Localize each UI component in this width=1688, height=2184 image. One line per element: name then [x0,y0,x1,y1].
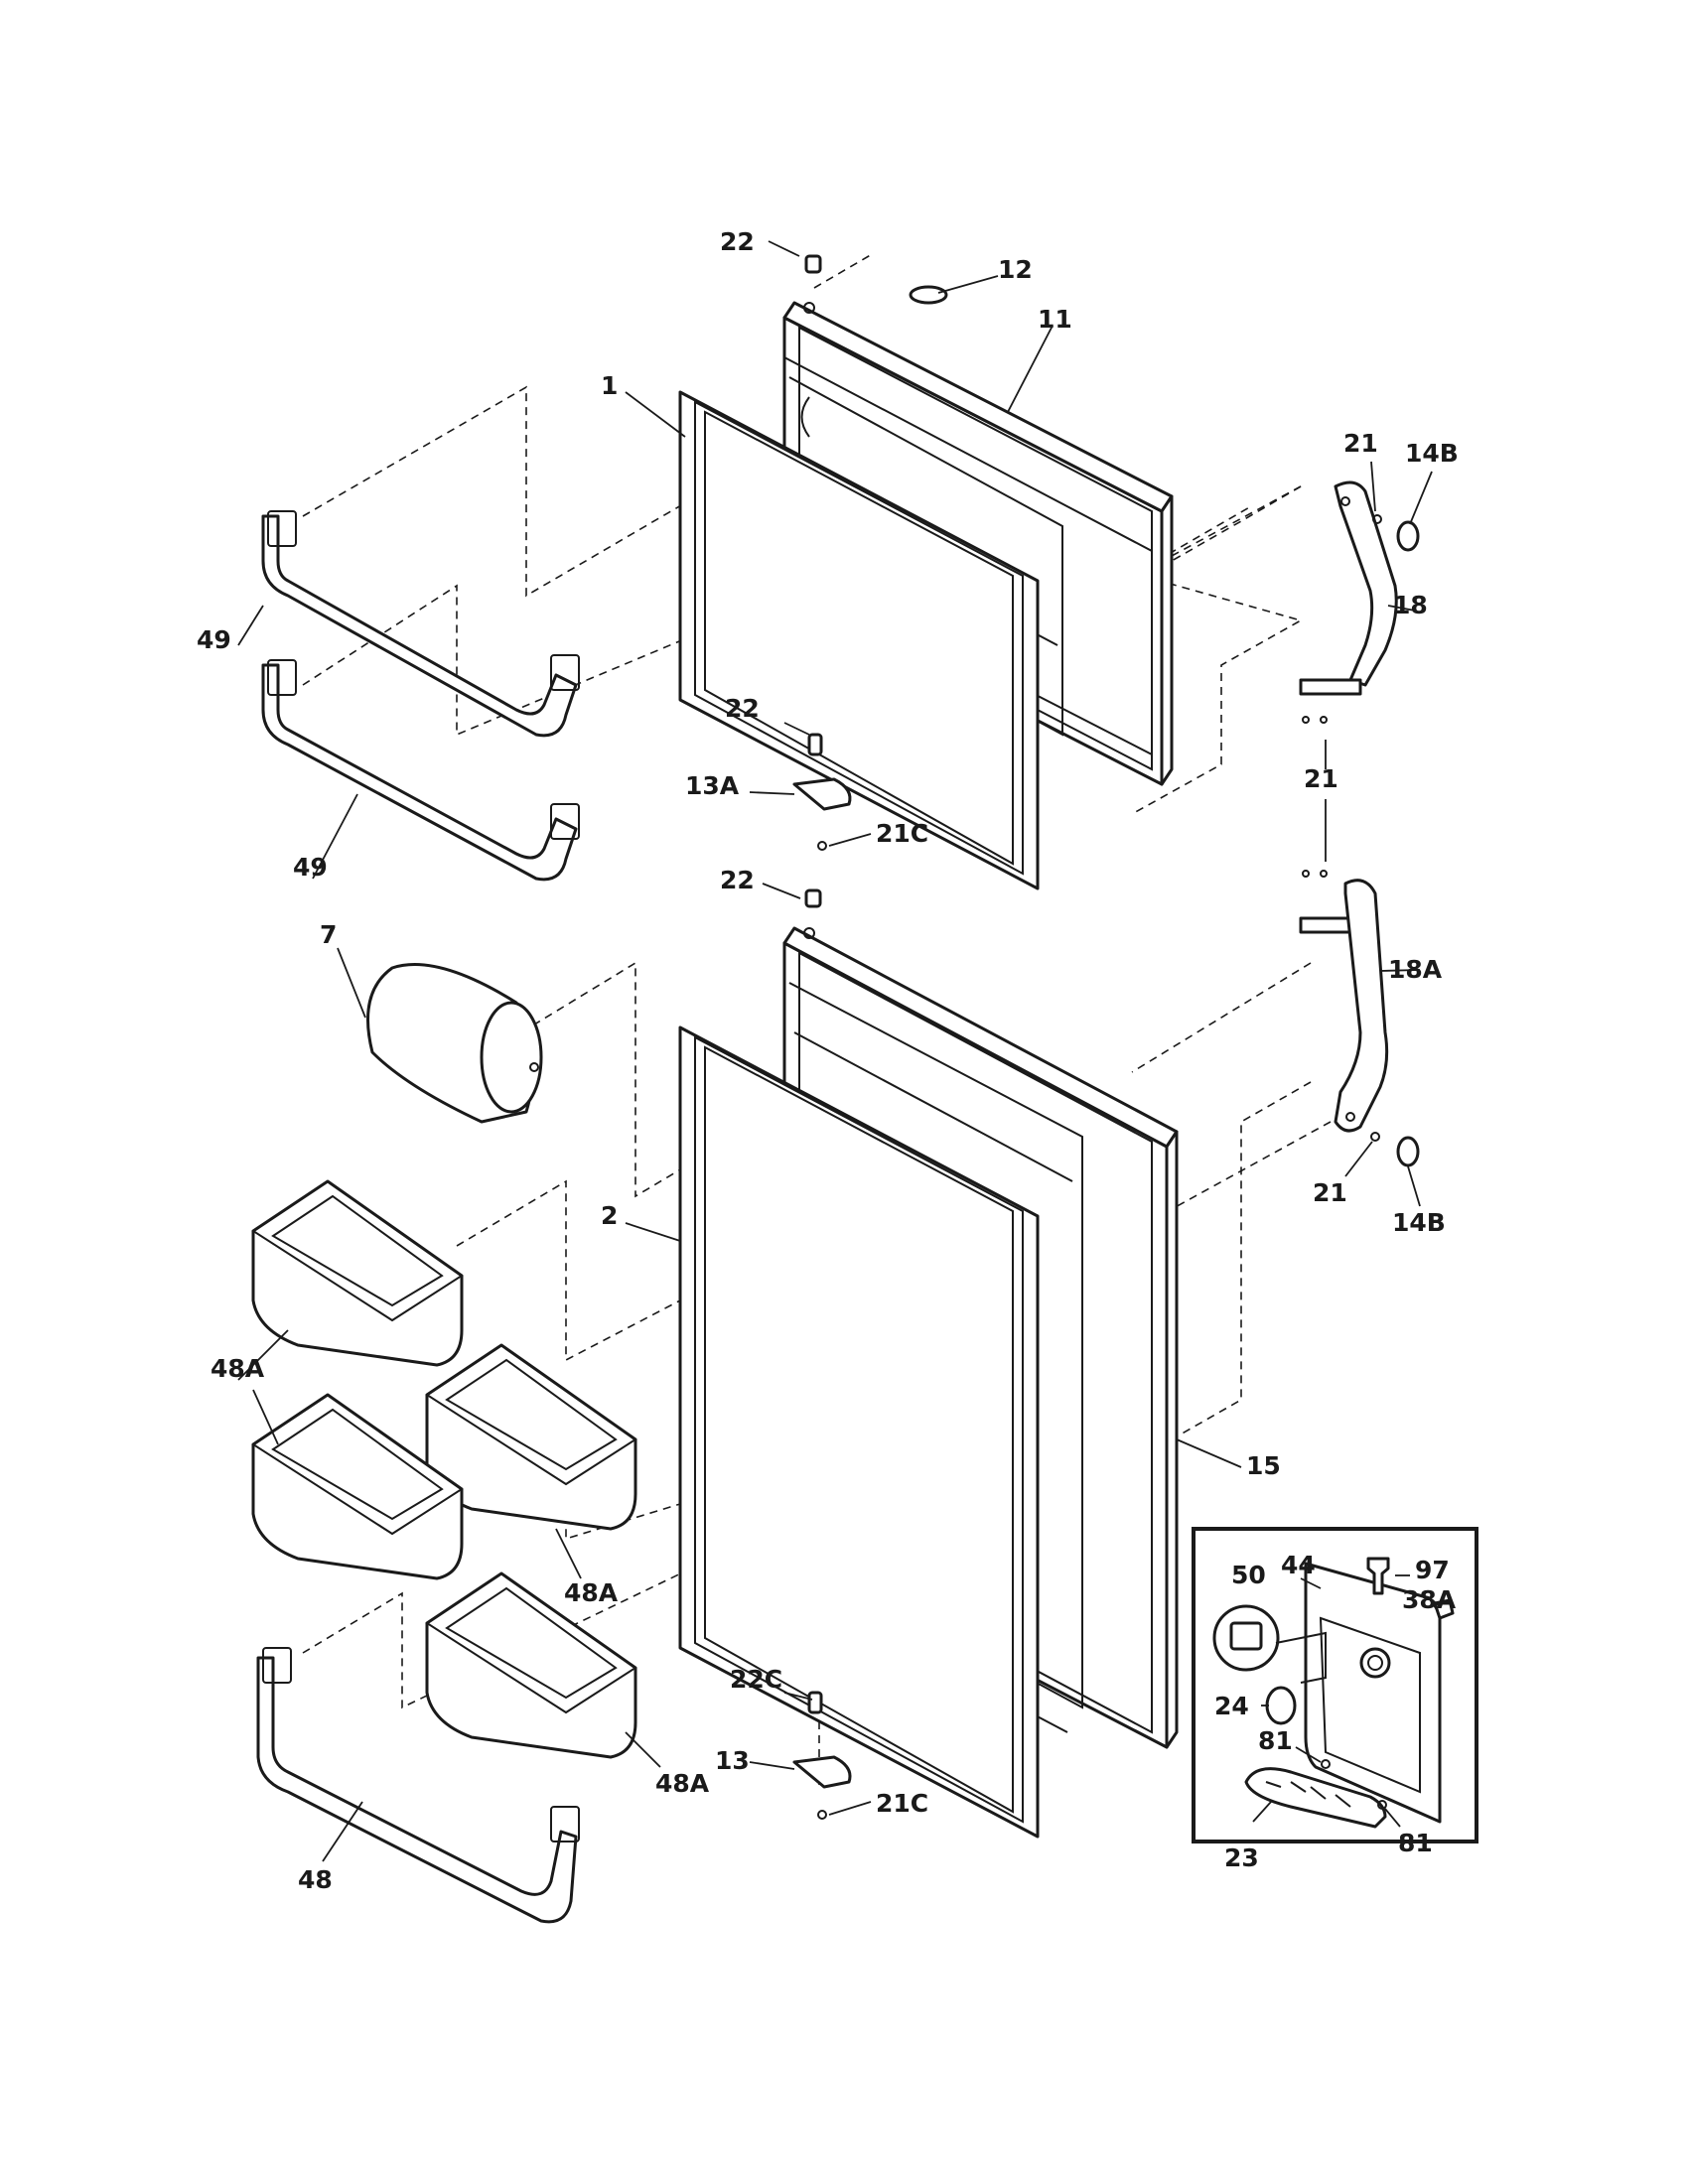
hinge-13 [792,1755,852,1789]
fresh-food-handle [1299,879,1389,1133]
callout-21c-top: 21C [876,819,928,848]
callout-50: 50 [1231,1561,1266,1589]
screw-21-d [1302,870,1310,878]
callout-7: 7 [320,920,337,949]
callout-44: 44 [1281,1551,1316,1579]
screw-81-b [1377,1800,1387,1810]
callout-22-top: 22 [720,227,755,256]
callout-13: 13 [715,1746,750,1775]
callout-38a: 38A [1402,1585,1457,1614]
screw-21-a [1372,514,1382,524]
fresh-food-door-gasket [678,1025,1040,1839]
callout-23: 23 [1224,1843,1259,1872]
screw-22-hinge [807,733,823,756]
callout-21-top: 21 [1343,429,1378,458]
callout-1: 1 [601,371,618,400]
callout-11: 11 [1038,305,1072,334]
callout-48a-left: 48A [211,1354,265,1383]
callout-81-right: 81 [1398,1829,1433,1857]
callout-49-top: 49 [197,625,231,654]
callout-49-bottom: 49 [293,853,328,882]
shelf-bar-upper [261,510,580,738]
screw-21c-bottom [817,1810,827,1820]
callout-48: 48 [298,1865,333,1894]
callout-2: 2 [601,1201,618,1230]
callout-18a: 18A [1388,955,1443,984]
door-bin-lower-middle [425,1571,637,1759]
screw-21-c [1320,716,1328,724]
door-bin-upper-left [251,1179,464,1367]
callout-14b-top: 14B [1405,439,1459,468]
freezer-door-gasket [678,390,1040,890]
drip-tray-23 [1244,1767,1387,1829]
cap-24 [1265,1686,1297,1725]
shelf-bar-lower [261,659,580,882]
callout-97: 97 [1415,1556,1450,1584]
callout-labels: 22 12 11 1 21 14B 18 49 22 21 13A 21C 49… [197,227,1459,1894]
callout-22-mid: 22 [720,866,755,894]
hardware [792,254,1420,1820]
hinge-13a [792,777,852,811]
callout-14b-bottom: 14B [1392,1208,1446,1237]
callout-24: 24 [1214,1692,1249,1720]
screw-81-a [1321,1759,1331,1769]
callout-81-left: 81 [1258,1726,1293,1755]
plug-button-14b-bottom [1396,1136,1420,1167]
callout-18: 18 [1393,591,1428,619]
screw-21-b [1302,716,1310,724]
door-bin-large [256,1647,580,1924]
callout-13a: 13A [685,771,740,800]
callout-15: 15 [1246,1451,1281,1480]
part-97 [1366,1557,1390,1595]
callout-48a-low: 48A [655,1769,710,1798]
plug-12 [909,285,948,305]
screw-22-top [804,254,822,274]
screw-22c [807,1691,823,1714]
callout-48a-mid: 48A [564,1578,619,1607]
callout-21-bottom: 21 [1313,1178,1347,1207]
plug-button-14b-top [1396,520,1420,552]
callout-22-hinge: 22 [725,694,760,723]
leader-lines [237,240,1441,1862]
freezer-handle [1299,480,1398,696]
screw-21-f [1370,1132,1380,1142]
dispenser-inset [1192,1527,1478,1843]
screw-21c-top [817,841,827,851]
screw-22-mid [804,888,822,908]
callout-21-mid: 21 [1304,764,1338,793]
door-bin-lower-left [251,1393,464,1580]
callout-12: 12 [998,255,1033,284]
inset-frame [1192,1527,1478,1843]
callout-22c: 22C [730,1665,782,1694]
screw-21-e [1320,870,1328,878]
dairy-door [366,963,543,1124]
callout-21c-bottom: 21C [876,1789,928,1818]
